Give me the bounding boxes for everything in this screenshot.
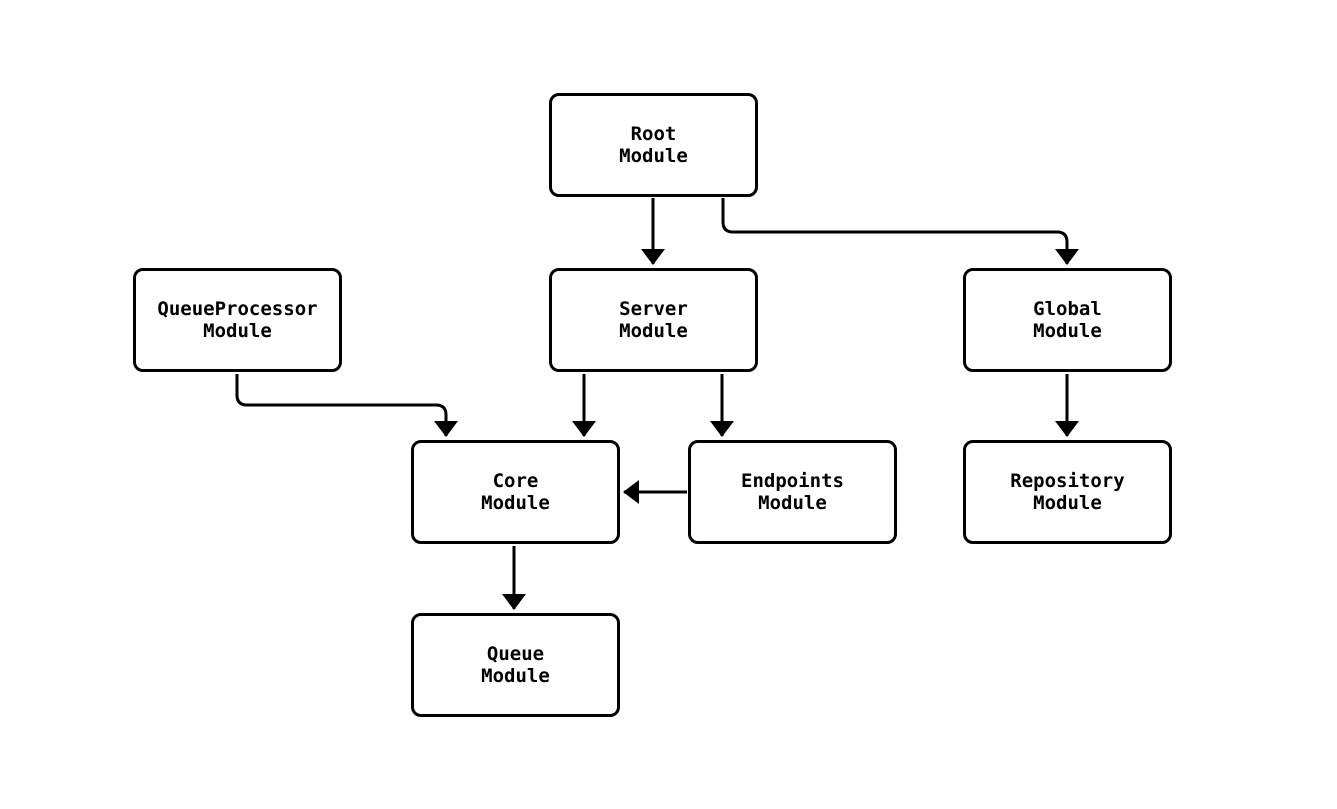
edge-root-to-global — [721, 198, 1079, 265]
node-label: Repository Module — [1010, 470, 1125, 514]
node-repository-module: Repository Module — [963, 440, 1172, 544]
edge-paths — [235, 198, 1079, 610]
node-endpoints-module: Endpoints Module — [688, 440, 897, 544]
node-root-module: Root Module — [549, 93, 758, 197]
node-global-module: Global Module — [963, 268, 1172, 372]
edge-queueprocessor-to-core — [235, 374, 458, 437]
node-queueprocessor-module: QueueProcessor Module — [133, 268, 342, 372]
node-label: Server Module — [619, 298, 688, 342]
node-label: Queue Module — [481, 643, 550, 687]
node-core-module: Core Module — [411, 440, 620, 544]
node-label: Global Module — [1033, 298, 1102, 342]
node-server-module: Server Module — [549, 268, 758, 372]
node-queue-module: Queue Module — [411, 613, 620, 717]
node-label: QueueProcessor Module — [157, 298, 318, 342]
node-label: Root Module — [619, 123, 688, 167]
node-label: Core Module — [481, 470, 550, 514]
node-label: Endpoints Module — [741, 470, 844, 514]
